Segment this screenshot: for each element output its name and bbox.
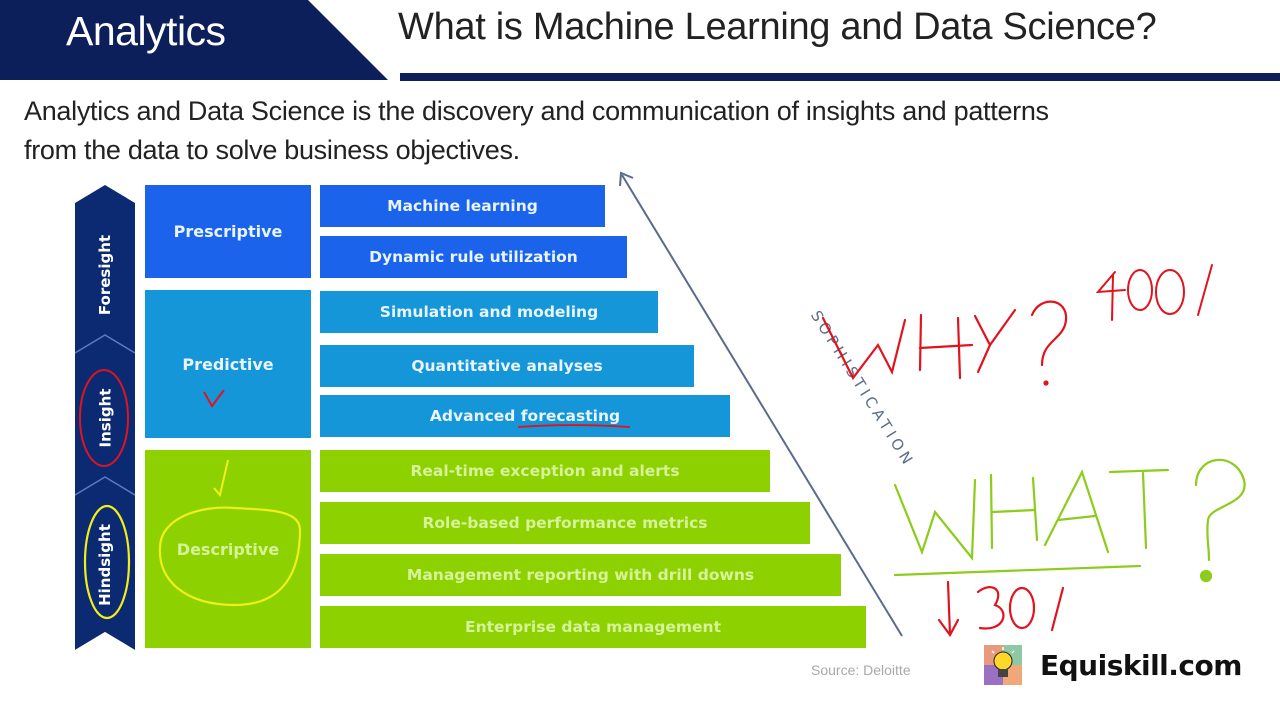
slide-title: What is Machine Learning and Data Scienc…: [398, 6, 1157, 48]
bar-dynamic-rule-utilization: Dynamic rule utilization: [320, 236, 627, 278]
banner-shape: [0, 0, 388, 80]
category-prescriptive: Prescriptive: [145, 185, 311, 278]
brand-footer: Equiskill.com: [984, 645, 1242, 685]
title-underline: [400, 73, 1280, 81]
bar-simulation-modeling: Simulation and modeling: [320, 291, 658, 333]
chevron-foresight: Foresight: [96, 234, 115, 316]
lightbulb-logo-icon: [984, 645, 1022, 685]
category-descriptive: Descriptive: [145, 450, 311, 648]
bar-enterprise-data-management: Enterprise data management: [320, 606, 866, 648]
bar-advanced-forecasting: Advanced forecasting: [320, 395, 730, 437]
bar-management-reporting: Management reporting with drill downs: [320, 554, 841, 596]
intro-paragraph: Analytics and Data Science is the discov…: [24, 96, 1049, 165]
chevron-hindsight: Hindsight: [96, 524, 114, 606]
source-note: Source: Deloitte: [811, 662, 911, 678]
insight-chevron-column: Foresight Insight Hindsight: [75, 185, 135, 650]
what-30-note: [937, 580, 1065, 638]
bar-realtime-alerts: Real-time exception and alerts: [320, 450, 770, 492]
why-400-note: [1095, 264, 1213, 321]
brand-name: Equiskill.com: [1040, 648, 1242, 682]
bar-machine-learning: Machine learning: [320, 185, 605, 227]
what-handwriting: [893, 458, 1246, 583]
bar-role-based-metrics: Role-based performance metrics: [320, 502, 810, 544]
section-title: Analytics: [66, 8, 226, 54]
category-predictive: Predictive: [145, 290, 311, 438]
chevron-insight: Insight: [95, 388, 114, 447]
bar-quantitative-analyses: Quantitative analyses: [320, 345, 694, 387]
section-banner: Analytics: [0, 0, 390, 80]
sophistication-label: SOPHISTICATION: [806, 307, 919, 471]
